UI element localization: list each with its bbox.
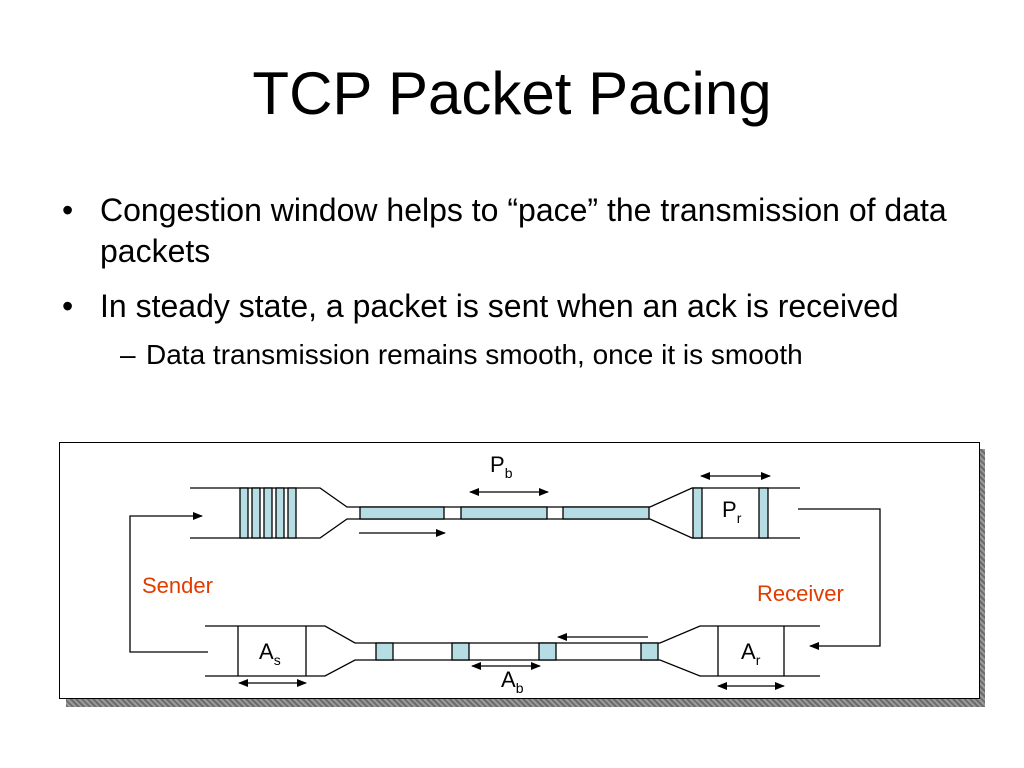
ack-packet: [451, 642, 470, 661]
ar-label: Ar: [741, 639, 761, 669]
ack-pipe: [205, 625, 820, 677]
pr-label: Pr: [722, 497, 742, 527]
sub-bullet-glyph: –: [120, 339, 136, 370]
sender-queue-packets: [239, 487, 297, 539]
pb-label: Pb: [490, 452, 513, 482]
bullet-glyph: •: [62, 192, 74, 228]
queued-packet: [251, 487, 261, 539]
data-packet: [359, 506, 445, 520]
receiver-label: Receiver: [757, 581, 844, 606]
sub-bullet-item: – Data transmission remains smooth, once…: [58, 337, 978, 373]
receiver-loop-arrow: [798, 508, 881, 650]
ab-label: Ab: [501, 667, 524, 697]
as-label: As: [259, 639, 281, 669]
ack-packet: [640, 642, 659, 661]
ack-packets: [375, 642, 659, 661]
queued-packet: [275, 487, 285, 539]
data-packet: [460, 506, 548, 520]
bullet-text: In steady state, a packet is sent when a…: [100, 288, 899, 324]
bullet-item: • In steady state, a packet is sent when…: [58, 286, 978, 327]
bullet-text: Congestion window helps to “pace” the tr…: [100, 192, 947, 269]
queued-packet: [287, 487, 297, 539]
sender-label: Sender: [142, 573, 213, 598]
sender-loop-arrow: [129, 512, 208, 653]
slide-title: TCP Packet Pacing: [252, 60, 772, 127]
ack-packet: [375, 642, 394, 661]
pacing-diagram: Sender Receiver Pb Pr As Ar Ab: [59, 442, 980, 699]
bullet-item: • Congestion window helps to “pace” the …: [58, 190, 978, 272]
queued-packet: [263, 487, 273, 539]
sub-bullet-text: Data transmission remains smooth, once i…: [146, 339, 803, 370]
data-packet: [562, 506, 650, 520]
ack-packet: [538, 642, 557, 661]
received-packet: [758, 487, 769, 539]
ack-pipe-bottom-edge: [205, 659, 820, 677]
ack-pipe-top-edge: [205, 625, 820, 644]
bullet-glyph: •: [62, 288, 74, 324]
bottleneck-data-packets: [359, 506, 650, 520]
pipe-diagram-svg: [129, 472, 881, 690]
queued-packet: [239, 487, 249, 539]
received-packet: [692, 487, 703, 539]
receiver-data-packets: [692, 487, 769, 539]
bullet-list: • Congestion window helps to “pace” the …: [58, 190, 978, 373]
